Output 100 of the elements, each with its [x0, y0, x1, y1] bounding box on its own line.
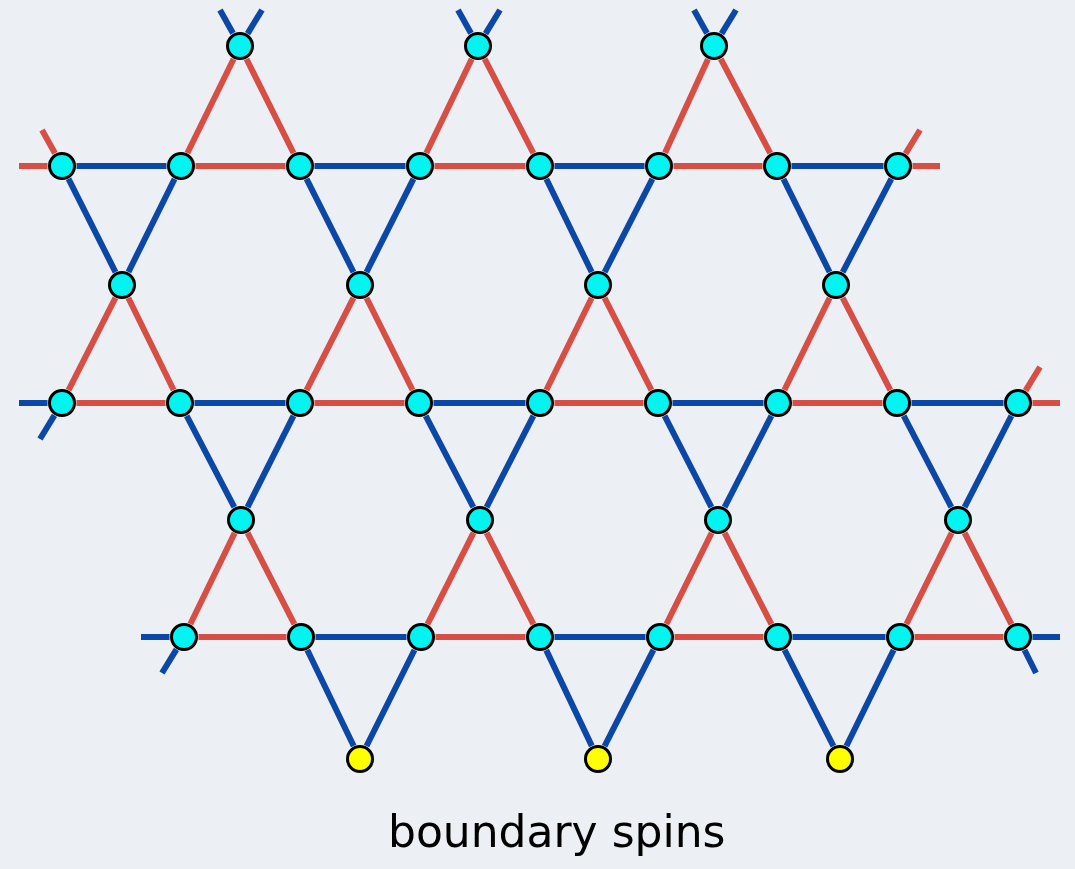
lattice-spin [107, 270, 136, 299]
lattice-bond [781, 296, 833, 392]
lattice-bond [840, 296, 893, 392]
lattice-spin [763, 388, 792, 417]
lattice-spin [406, 622, 435, 651]
lattice-bond [721, 531, 775, 626]
lattice-spin [763, 622, 792, 651]
lattice-bond [65, 177, 119, 274]
lattice-bond [19, 400, 48, 406]
lattice-spin [286, 622, 315, 651]
lattice-spin [463, 31, 492, 60]
lattice-spin [943, 505, 972, 534]
lattice-bond [245, 8, 265, 36]
lattice-bond [363, 177, 417, 274]
lattice-bond [792, 634, 886, 640]
lattice-spin [885, 622, 914, 651]
lattice-spin [525, 388, 554, 417]
lattice-bond [961, 531, 1015, 626]
lattice-bond [424, 531, 477, 626]
lattice-bond [674, 634, 764, 640]
lattice-bond [76, 163, 167, 169]
lattice-bond [125, 177, 178, 274]
lattice-bond [911, 400, 1004, 406]
lattice-bond [37, 413, 57, 441]
lattice-spin [285, 388, 314, 417]
lattice-bond [483, 531, 537, 626]
caption-text: boundary spins [388, 806, 726, 857]
lattice-bond [455, 8, 474, 35]
lattice-bond [1023, 365, 1043, 393]
lattice-bond [76, 400, 166, 406]
lattice-spin [404, 388, 433, 417]
lattice-spin [1003, 622, 1032, 651]
lattice-bond [781, 648, 837, 748]
lattice-spin [405, 151, 434, 180]
lattice-bond [303, 177, 357, 274]
lattice-bond [141, 634, 170, 640]
lattice-bond [554, 400, 644, 406]
lattice-bond [1021, 648, 1039, 675]
lattice-bond [482, 57, 536, 155]
lattice-bond [423, 414, 476, 509]
lattice-bond [483, 8, 503, 36]
lattice-bond [912, 163, 940, 169]
lattice-bond [663, 531, 715, 626]
lattice-bond [194, 400, 286, 406]
lattice-bond [483, 414, 537, 509]
lattice-bond [435, 634, 526, 640]
boundary-spin [583, 744, 612, 773]
lattice-bond [187, 531, 238, 626]
lattice-bond [184, 414, 237, 509]
lattice-spin [1003, 388, 1032, 417]
lattice-spin [47, 151, 76, 180]
lattice-spin [882, 388, 911, 417]
lattice-spin [525, 622, 554, 651]
lattice-spin [583, 270, 612, 299]
lattice-spin [821, 270, 850, 299]
lattice-spin [47, 388, 76, 417]
lattice-bond [314, 400, 405, 406]
lattice-bond [315, 634, 407, 640]
lattice-bond [903, 128, 923, 156]
lattice-spin [644, 151, 673, 180]
lattice-bond [543, 296, 595, 392]
lattice-bond [1032, 634, 1060, 640]
lattice-spin [225, 31, 254, 60]
lattice-spin [345, 270, 374, 299]
lattice-spin [465, 505, 494, 534]
lattice-bond [39, 128, 58, 155]
lattice-bond [423, 57, 475, 155]
lattice-spin [643, 388, 672, 417]
lattice-bond [961, 414, 1015, 509]
lattice-bond [363, 296, 416, 392]
lattice-bond [303, 296, 357, 392]
lattice-bond [780, 177, 833, 274]
lattice-bond [125, 296, 177, 392]
lattice-bond [691, 8, 710, 35]
lattice-bond [243, 57, 297, 155]
lattice-bond [792, 400, 883, 406]
boundary-spin [825, 744, 854, 773]
lattice-bond [543, 648, 595, 748]
lattice-bond [244, 531, 298, 626]
lattice-spin [699, 31, 728, 60]
lattice-bond [19, 163, 48, 169]
lattice-bond [433, 400, 526, 406]
lattice-bond [601, 177, 656, 274]
lattice-bond [914, 634, 1004, 640]
lattice-bond [543, 177, 595, 274]
lattice-bond [721, 414, 775, 509]
lattice-bond [1032, 400, 1060, 406]
lattice-bond [184, 57, 237, 155]
lattice-bond [304, 648, 357, 748]
lattice-bond [719, 8, 739, 36]
lattice-bond [672, 400, 764, 406]
lattice-bond [198, 634, 287, 640]
lattice-bond [65, 296, 119, 392]
lattice-bond [554, 163, 645, 169]
lattice-bond [244, 414, 297, 509]
lattice-bond [843, 648, 897, 748]
lattice-spin [883, 151, 912, 180]
lattice-bond [434, 163, 526, 169]
lattice-spin [645, 622, 674, 651]
boundary-spin [345, 744, 374, 773]
